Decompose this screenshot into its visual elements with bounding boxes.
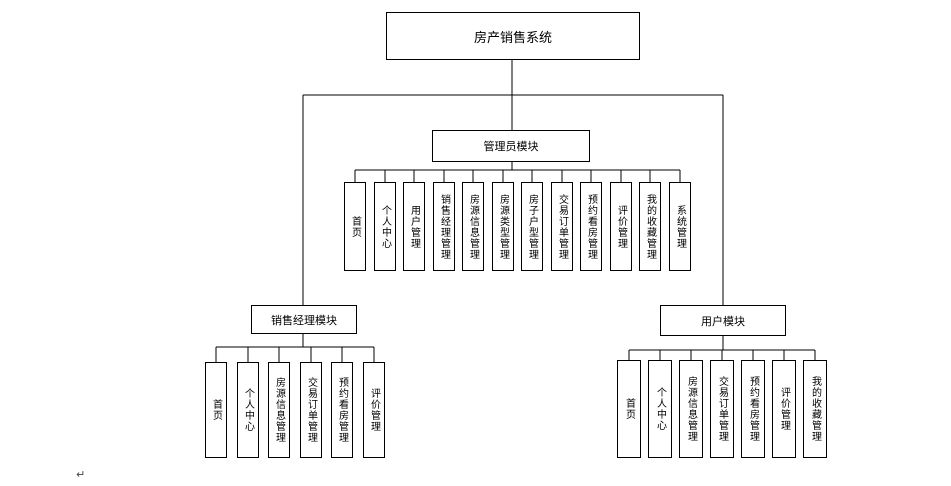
- admin-item-label: 房子户型管理: [526, 193, 538, 260]
- user-item-4: 预约看房管理: [741, 360, 765, 458]
- admin-module-label: 管理员模块: [483, 140, 539, 153]
- user-item-label: 房源信息管理: [685, 376, 697, 442]
- user-item-1: 个人中心: [648, 360, 672, 458]
- admin-item-label: 首页: [349, 215, 361, 238]
- admin-item-label: 预约看房管理: [585, 193, 597, 260]
- root-system-box: 房产销售系统: [386, 12, 640, 60]
- admin-item-label: 用户管理: [408, 204, 420, 249]
- sales-item-label: 首页: [210, 399, 222, 421]
- admin-item-label: 个人中心: [379, 204, 391, 249]
- user-item-6: 我的收藏管理: [803, 360, 827, 458]
- admin-item-label: 系统管理: [674, 204, 686, 249]
- sales-module-label: 销售经理模块: [271, 313, 337, 327]
- admin-item-11: 系统管理: [669, 182, 691, 271]
- admin-item-2: 用户管理: [403, 182, 425, 271]
- sales-item-label: 个人中心: [242, 388, 254, 432]
- sales-item-3: 交易订单管理: [300, 362, 322, 458]
- sales-item-0: 首页: [205, 362, 227, 458]
- sales-item-2: 房源信息管理: [268, 362, 290, 458]
- admin-item-9: 评价管理: [610, 182, 632, 271]
- admin-item-label: 销售经理管理: [438, 193, 450, 260]
- user-item-3: 交易订单管理: [710, 360, 734, 458]
- admin-item-6: 房子户型管理: [521, 182, 543, 271]
- sales-item-label: 预约看房管理: [336, 377, 348, 443]
- sales-item-5: 评价管理: [363, 362, 385, 458]
- user-item-label: 我的收藏管理: [809, 376, 821, 442]
- sales-item-label: 评价管理: [368, 388, 380, 432]
- admin-item-1: 个人中心: [374, 182, 396, 271]
- admin-item-label: 房源类型管理: [497, 193, 509, 260]
- admin-item-8: 预约看房管理: [580, 182, 602, 271]
- paragraph-mark: ↵: [76, 468, 86, 481]
- user-module-box: 用户模块: [660, 305, 786, 336]
- user-item-2: 房源信息管理: [679, 360, 703, 458]
- sales-item-1: 个人中心: [237, 362, 259, 458]
- admin-item-5: 房源类型管理: [492, 182, 514, 271]
- admin-item-0: 首页: [344, 182, 366, 271]
- sales-item-4: 预约看房管理: [331, 362, 353, 458]
- admin-item-3: 销售经理管理: [433, 182, 455, 271]
- sales-item-label: 交易订单管理: [305, 377, 317, 443]
- user-item-label: 评价管理: [778, 387, 790, 431]
- admin-item-7: 交易订单管理: [551, 182, 573, 271]
- user-item-0: 首页: [617, 360, 641, 458]
- admin-item-label: 评价管理: [615, 204, 627, 249]
- admin-item-label: 交易订单管理: [556, 193, 568, 260]
- user-item-label: 首页: [623, 398, 635, 420]
- user-item-label: 交易订单管理: [716, 376, 728, 442]
- admin-item-label: 房源信息管理: [467, 193, 479, 260]
- user-item-label: 个人中心: [654, 387, 666, 431]
- admin-module-box: 管理员模块: [432, 130, 590, 162]
- root-system-label: 房产销售系统: [473, 30, 552, 46]
- user-item-5: 评价管理: [772, 360, 796, 458]
- admin-item-10: 我的收藏管理: [639, 182, 661, 271]
- admin-item-label: 我的收藏管理: [644, 193, 656, 260]
- admin-item-4: 房源信息管理: [462, 182, 484, 271]
- user-module-label: 用户模块: [701, 314, 745, 328]
- user-item-label: 预约看房管理: [747, 376, 759, 442]
- sales-module-box: 销售经理模块: [251, 305, 357, 334]
- sales-item-label: 房源信息管理: [273, 377, 285, 443]
